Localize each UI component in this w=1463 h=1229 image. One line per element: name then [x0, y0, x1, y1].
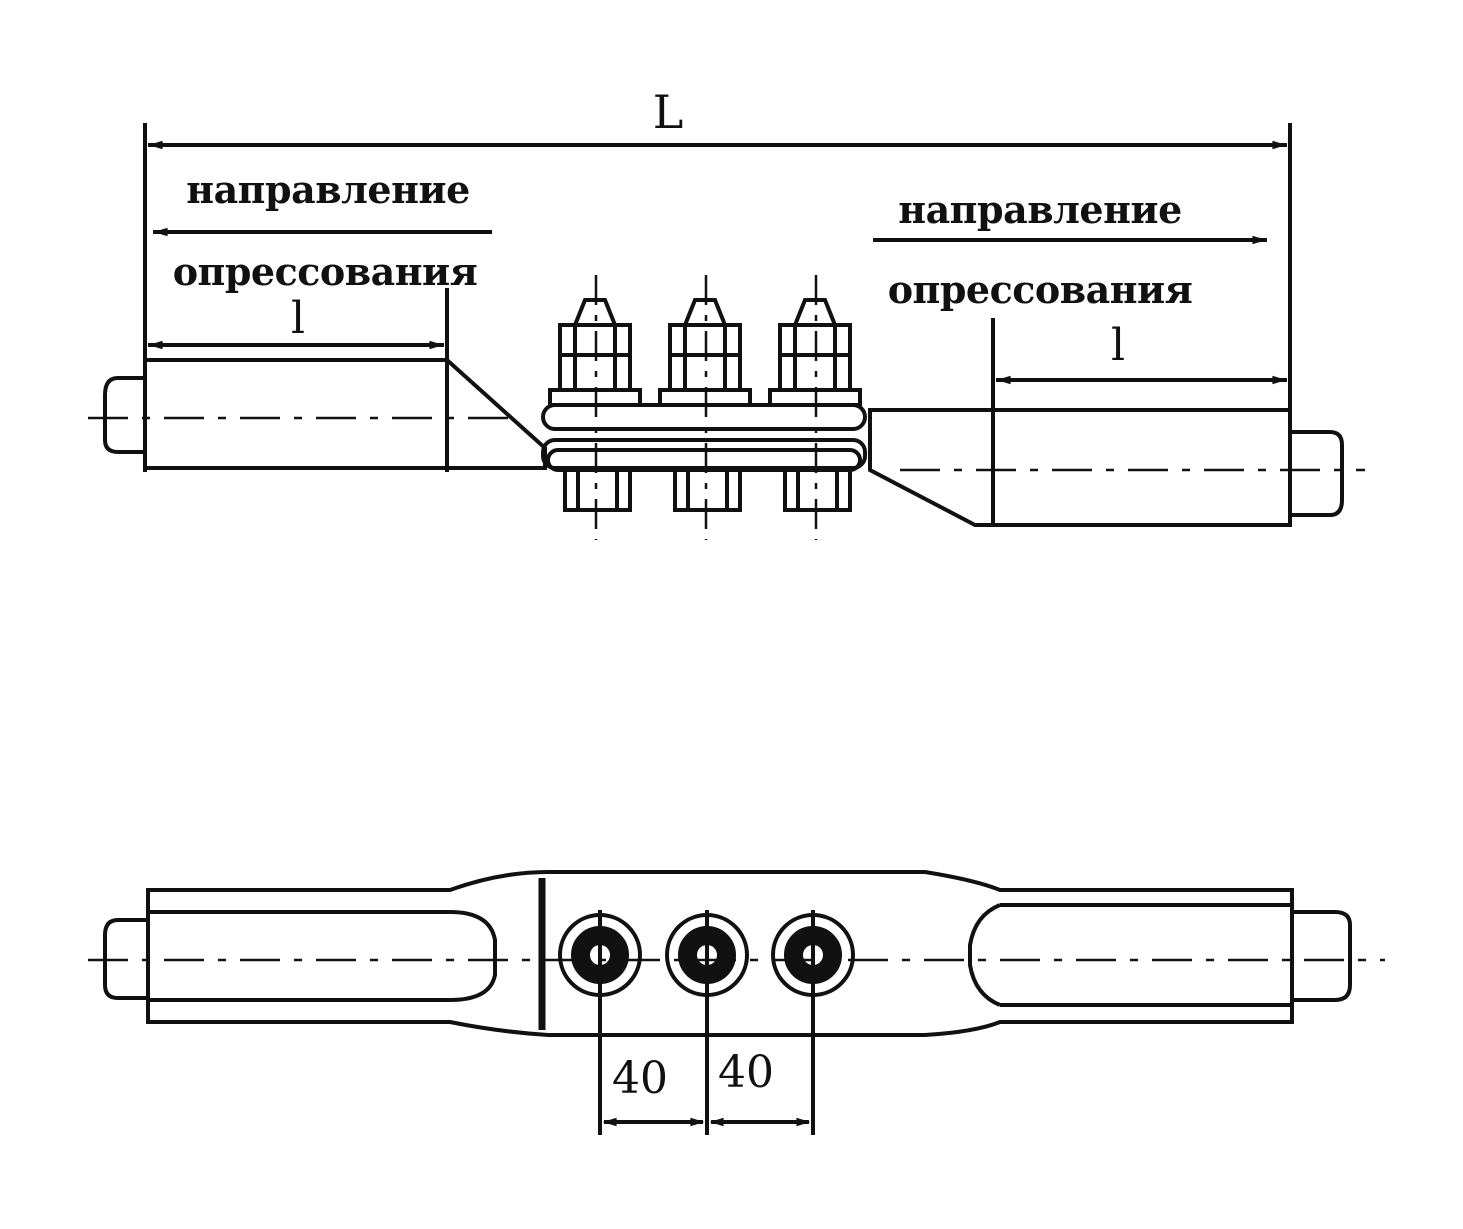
- plan-taper-right: [968, 903, 1001, 1007]
- label-bolt-spacing-1: 40: [612, 1053, 668, 1104]
- label-left-direction-line1: направление: [186, 167, 470, 212]
- label-right-direction-line2: опрессования: [888, 267, 1193, 312]
- label-section-length-right: l: [1111, 320, 1125, 371]
- conductor-stub-right: [1288, 430, 1344, 517]
- plan-connector-body: [146, 870, 1294, 1037]
- press-sleeve-left: [143, 358, 547, 470]
- label-total-length: L: [653, 85, 684, 139]
- plan-taper-left: [449, 910, 497, 1002]
- label-bolt-spacing-2: 40: [718, 1047, 774, 1098]
- label-section-length-left: l: [291, 293, 305, 344]
- press-sleeve-right: [868, 408, 1292, 527]
- label-right-direction-line1: направление: [898, 187, 1182, 232]
- conductor-stub-left: [103, 376, 147, 454]
- label-left-direction-line2: опрессования: [173, 249, 478, 294]
- plan-conductor-stub-right: [1292, 910, 1352, 1002]
